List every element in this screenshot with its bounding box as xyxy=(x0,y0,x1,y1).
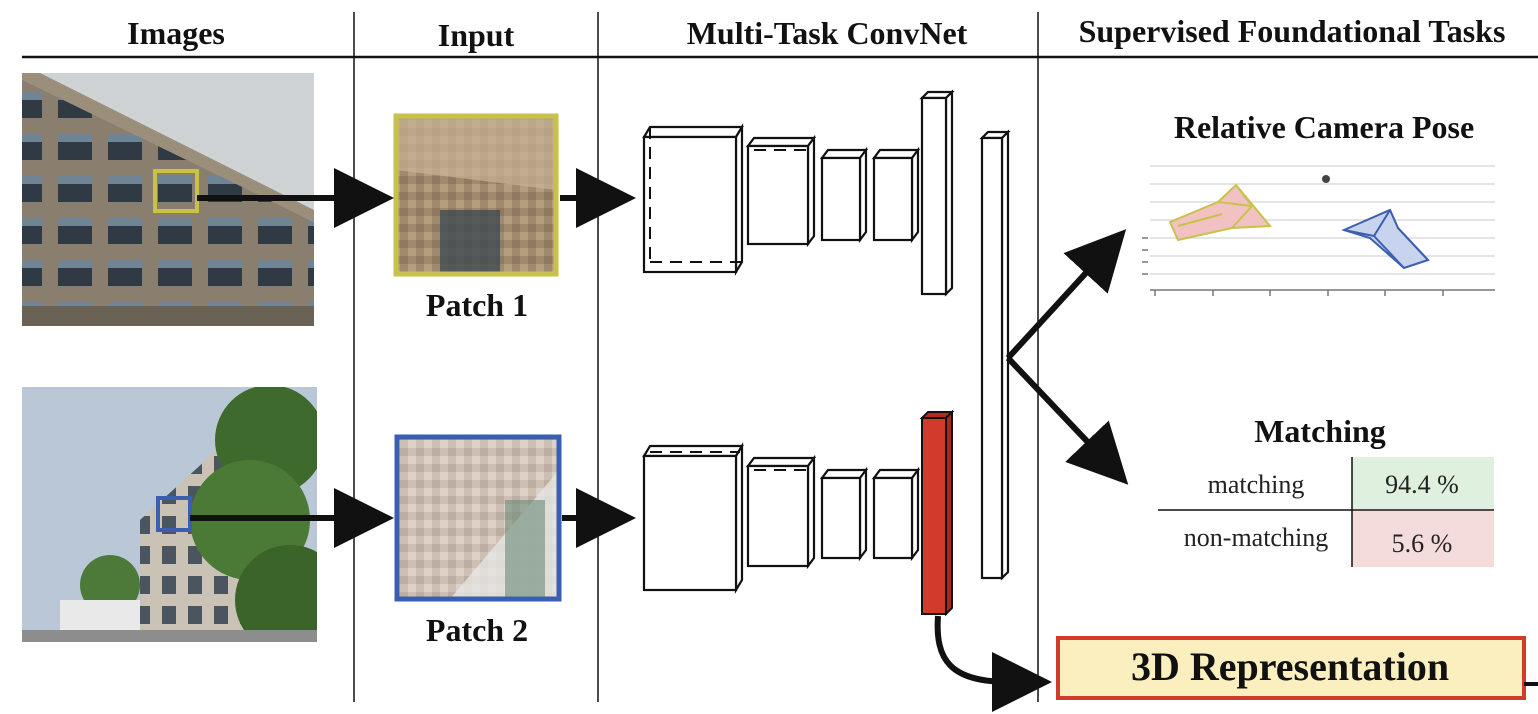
matching-value-cell xyxy=(1352,457,1494,509)
header-row: Images Input Multi-Task ConvNet Supervis… xyxy=(127,13,1505,53)
arrow-to-matching xyxy=(1005,355,1129,485)
header-tasks: Supervised Foundational Tasks xyxy=(1079,13,1506,49)
matching-row-label: matching xyxy=(1208,470,1305,499)
patch1-locator xyxy=(153,169,199,213)
patch1-frame xyxy=(393,113,559,277)
header-images: Images xyxy=(127,15,225,51)
patch2-frame xyxy=(394,434,562,602)
patch2-label: Patch 2 xyxy=(426,612,528,648)
representation-layer xyxy=(919,409,955,617)
conv-layer-4a xyxy=(871,146,921,244)
conv-layer-1a xyxy=(642,123,744,276)
pose-title: Relative Camera Pose xyxy=(1174,109,1474,145)
patch-2 xyxy=(394,434,562,602)
matching-panel: Matching matching 94.4 % non-matching 5.… xyxy=(1158,413,1494,567)
non-matching-row-value: 5.6 % xyxy=(1392,529,1453,558)
representation-box: 3D Representation xyxy=(1056,636,1538,700)
conv-layer-1b xyxy=(642,442,744,594)
conv-layer-2b xyxy=(745,454,817,570)
patch1-label: Patch 1 xyxy=(426,287,528,323)
fusion-layer xyxy=(979,129,1011,581)
patch2-locator xyxy=(156,496,192,532)
camera-2-icon xyxy=(1341,208,1430,270)
patch-1 xyxy=(393,113,559,277)
representation-label: 3D Representation xyxy=(1131,644,1449,689)
conv-layer-4b xyxy=(871,466,921,562)
matching-row-value: 94.4 % xyxy=(1385,470,1459,499)
conv-layer-2a xyxy=(745,134,817,248)
convnet-branch-2 xyxy=(642,409,955,617)
arrow-to-pose xyxy=(1005,229,1127,361)
camera-1-icon xyxy=(1168,183,1273,242)
pose-panel: Relative Camera Pose xyxy=(1142,109,1495,296)
street-image-2 xyxy=(22,387,317,642)
pose-ticks xyxy=(1142,237,1444,296)
header-convnet: Multi-Task ConvNet xyxy=(687,15,968,51)
matching-title: Matching xyxy=(1254,413,1386,449)
conv-layer-3a xyxy=(819,146,869,244)
arrow-to-representation xyxy=(934,615,1052,712)
convnet-branch-1 xyxy=(642,89,955,297)
non-matching-value-cell xyxy=(1352,511,1494,567)
fc-layer-a xyxy=(919,89,955,297)
conv-layer-3b xyxy=(819,466,869,562)
non-matching-row-label: non-matching xyxy=(1184,523,1328,552)
header-input: Input xyxy=(438,17,515,53)
pose-origin-point xyxy=(1322,175,1330,183)
